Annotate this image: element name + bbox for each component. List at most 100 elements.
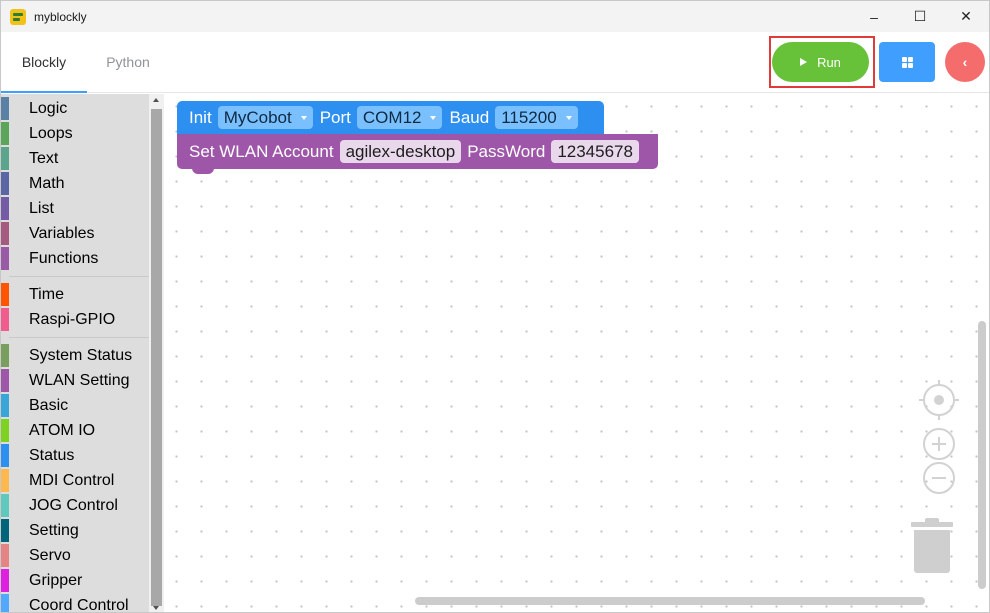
tab-python[interactable]: Python	[106, 54, 150, 70]
toolbox-category-label: Raspi-GPIO	[29, 310, 116, 328]
toolbox-category-label: ATOM IO	[29, 421, 96, 439]
toolbox-category-label: Status	[29, 446, 75, 464]
toolbox-separator	[1, 332, 149, 343]
grid-menu-button[interactable]	[879, 42, 935, 82]
category-color-swatch	[1, 197, 9, 220]
wlan-password-field[interactable]: 12345678	[551, 140, 639, 163]
toolbox-category-label: Basic	[29, 396, 69, 414]
maximize-button[interactable]: ☐	[913, 8, 927, 24]
toolbox-category-setting[interactable]: Setting	[1, 518, 149, 543]
trash-icon[interactable]	[911, 518, 953, 574]
category-color-swatch	[1, 344, 9, 367]
set-wlan-block[interactable]: Set WLAN Account agilex-desktop PassWord…	[177, 134, 658, 169]
category-color-swatch	[1, 569, 9, 592]
category-color-swatch	[1, 222, 9, 245]
category-color-swatch	[1, 544, 9, 567]
robot-dropdown[interactable]: MyCobot	[217, 106, 313, 129]
category-color-swatch	[1, 419, 9, 442]
toolbox-category-loops[interactable]: Loops	[1, 121, 149, 146]
set-wlan-label: Set WLAN Account	[189, 141, 334, 161]
zoom-out-icon[interactable]	[923, 462, 955, 494]
toolbox-category-label: WLAN Setting	[29, 371, 130, 389]
password-label: PassWord	[467, 141, 546, 161]
active-tab-indicator	[1, 91, 87, 93]
toolbox-category-coord-control[interactable]: Coord Control	[1, 593, 149, 613]
category-color-swatch	[1, 247, 9, 270]
toolbox-category-label: MDI Control	[29, 471, 115, 489]
toolbox-category-atom-io[interactable]: ATOM IO	[1, 418, 149, 443]
toolbox-category-time[interactable]: Time	[1, 282, 149, 307]
toolbox-category-label: System Status	[29, 346, 133, 364]
toolbox-category-label: JOG Control	[29, 496, 118, 514]
toolbox-category-math[interactable]: Math	[1, 171, 149, 196]
close-button[interactable]: ✕	[960, 8, 972, 24]
toolbox-category-label: Gripper	[29, 571, 83, 589]
toolbox-category-label: Variables	[29, 224, 95, 242]
toolbox-category-logic[interactable]: Logic	[1, 96, 149, 121]
port-dropdown-value: COM12	[362, 107, 422, 127]
caret-down-icon	[430, 115, 437, 120]
toolbox-category-servo[interactable]: Servo	[1, 543, 149, 568]
port-label: Port	[319, 107, 351, 127]
category-color-swatch	[1, 594, 9, 612]
init-block[interactable]: Init MyCobot Port COM12 Baud 115200	[177, 101, 604, 134]
toolbox-category-basic[interactable]: Basic	[1, 393, 149, 418]
toolbox-category-gripper[interactable]: Gripper	[1, 568, 149, 593]
init-label: Init	[189, 107, 212, 127]
toolbox-category-label: Coord Control	[29, 596, 129, 613]
category-color-swatch	[1, 172, 9, 195]
category-color-swatch	[1, 308, 9, 331]
baud-dropdown-value: 115200	[501, 107, 557, 127]
toolbox-separator	[1, 271, 149, 282]
toolbox-category-mdi-control[interactable]: MDI Control	[1, 468, 149, 493]
category-color-swatch	[1, 369, 9, 392]
toolbox-category-label: Setting	[29, 521, 79, 539]
baud-dropdown[interactable]: 115200	[495, 106, 578, 129]
run-button[interactable]: Run	[772, 42, 869, 82]
header-bar: Blockly Python Run ‹	[1, 32, 989, 93]
toolbox-category-label: Text	[29, 149, 59, 167]
block-next-connector	[192, 168, 214, 174]
caret-down-icon	[300, 115, 307, 120]
category-color-swatch	[1, 469, 9, 492]
category-color-swatch	[1, 97, 9, 120]
chevron-left-icon: ‹	[962, 54, 968, 70]
wlan-account-field[interactable]: agilex-desktop	[339, 140, 462, 163]
scroll-down-icon[interactable]	[153, 606, 159, 610]
port-dropdown[interactable]: COM12	[356, 106, 443, 129]
grid-icon	[901, 56, 913, 68]
recenter-icon[interactable]	[919, 380, 959, 420]
tab-blockly[interactable]: Blockly	[21, 54, 67, 70]
blockly-workspace[interactable]: Init MyCobot Port COM12 Baud 115200 Set …	[164, 94, 989, 612]
toolbox-category-status[interactable]: Status	[1, 443, 149, 468]
toolbox-category-variables[interactable]: Variables	[1, 221, 149, 246]
toolbox-category-label: Servo	[29, 546, 71, 564]
zoom-in-icon[interactable]	[923, 428, 955, 460]
toolbox-scroll-thumb[interactable]	[151, 109, 162, 606]
category-color-swatch	[1, 494, 9, 517]
toolbox-category-label: List	[29, 199, 54, 217]
toolbox-category-wlan-setting[interactable]: WLAN Setting	[1, 368, 149, 393]
toolbox-category-system-status[interactable]: System Status	[1, 343, 149, 368]
toolbox-category-text[interactable]: Text	[1, 146, 149, 171]
minimize-button[interactable]: –	[870, 8, 878, 25]
toolbox-category-raspi-gpio[interactable]: Raspi-GPIO	[1, 307, 149, 332]
toolbox-category-functions[interactable]: Functions	[1, 246, 149, 271]
toolbox-category-label: Loops	[29, 124, 73, 142]
workspace-horizontal-scrollbar[interactable]	[415, 597, 925, 605]
window-controls: – ☐ ✕	[851, 1, 989, 32]
category-color-swatch	[1, 283, 9, 306]
workspace-vertical-scrollbar[interactable]	[978, 321, 986, 589]
toolbox-category-label: Math	[29, 174, 65, 192]
scroll-up-icon[interactable]	[153, 98, 159, 102]
run-button-highlight	[769, 36, 875, 88]
category-color-swatch	[1, 147, 9, 170]
back-button[interactable]: ‹	[945, 42, 985, 82]
app-logo-icon	[10, 8, 26, 25]
toolbox-category-jog-control[interactable]: JOG Control	[1, 493, 149, 518]
toolbox-scrollbar[interactable]	[149, 94, 164, 612]
toolbox-category-label: Time	[29, 285, 64, 303]
toolbox-category-list[interactable]: List	[1, 196, 149, 221]
